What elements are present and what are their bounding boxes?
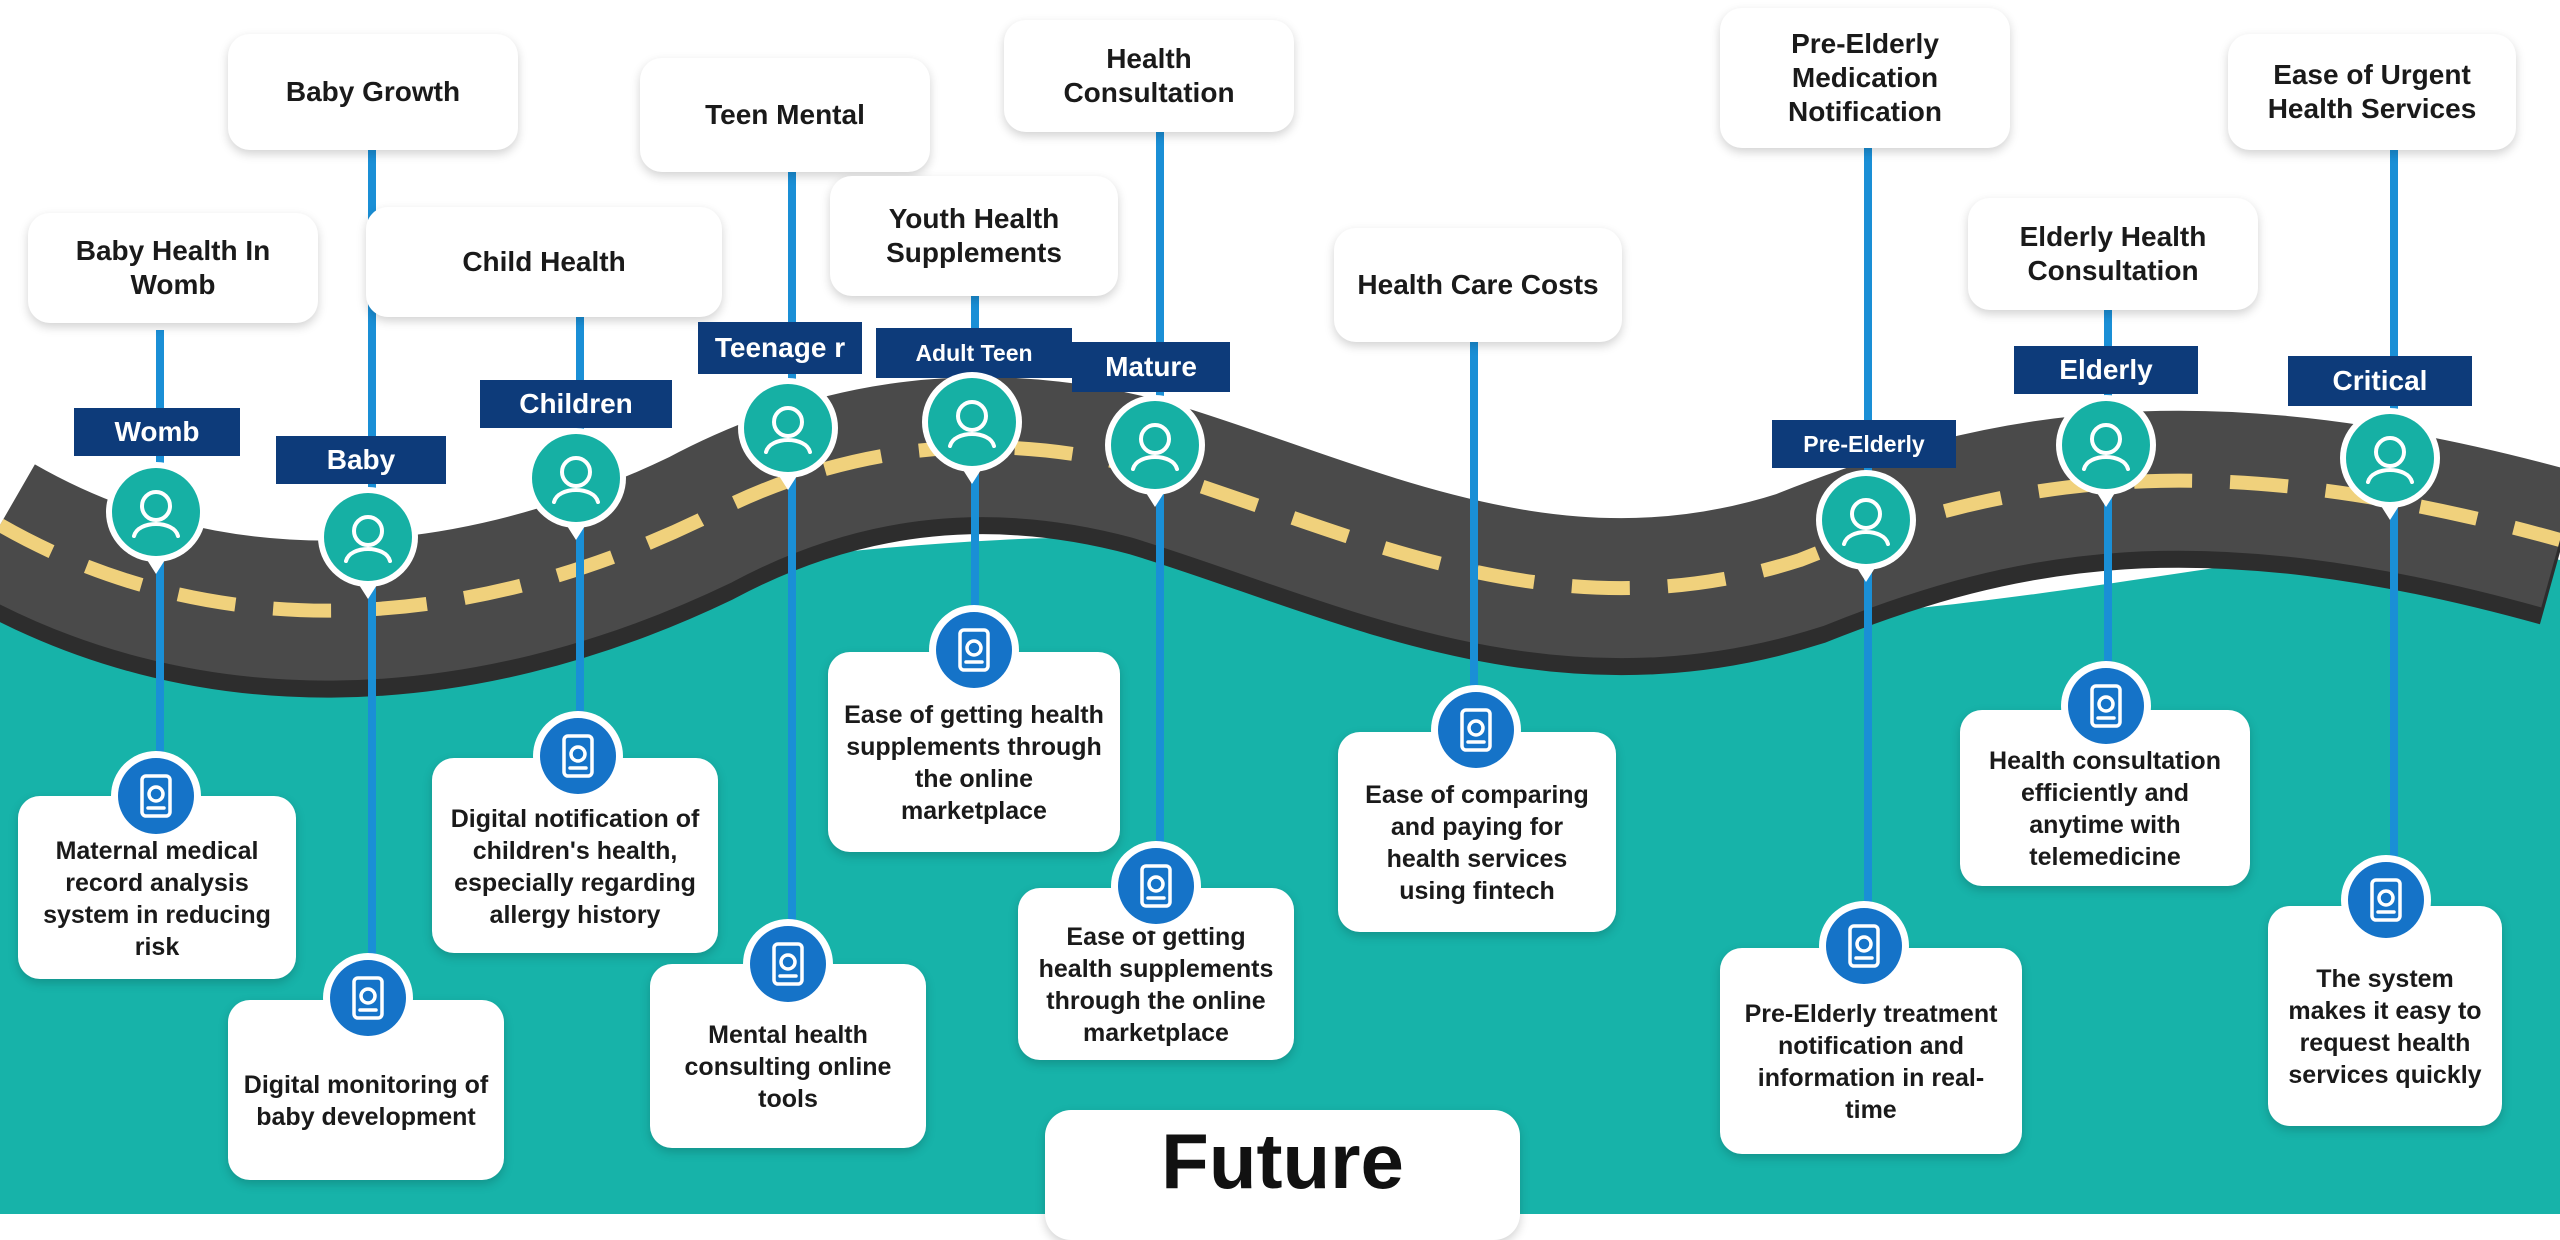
stage-label: Elderly — [2014, 346, 2198, 394]
fetus-icon — [106, 462, 206, 574]
topic-box: Elderly Health Consultation — [1968, 198, 2258, 310]
hospital-icon — [2341, 855, 2431, 945]
teen-group-icon — [738, 378, 838, 490]
description-icon — [928, 604, 1020, 701]
mobile-medical-icon — [1819, 901, 1909, 991]
thermometer-icon — [533, 711, 623, 801]
topic-box: Teen Mental — [640, 58, 930, 172]
topic-box: Baby Health In Womb — [28, 213, 318, 323]
description-icon — [2340, 854, 2432, 951]
stage-label: Adult Teen — [876, 328, 1072, 378]
stage-label: Children — [480, 380, 672, 428]
stage-label: Womb — [74, 408, 240, 456]
topic-box: Health Care Costs — [1334, 228, 1622, 342]
stage-pin — [2338, 406, 2442, 529]
topic-box: Ease of Urgent Health Services — [2228, 34, 2516, 150]
stage-pin — [2054, 393, 2158, 516]
description-box: Mental health consulting online tools — [650, 964, 926, 1148]
topic-box: Child Health — [366, 207, 722, 317]
stage-pin — [736, 376, 840, 499]
stage-pin — [316, 485, 420, 608]
mobile-medical-record-icon — [111, 751, 201, 841]
stage-label: Mature — [1072, 342, 1230, 392]
description-icon — [1430, 684, 1522, 781]
stage-pin — [524, 426, 628, 549]
description-icon — [532, 710, 624, 807]
tombstone-icon — [2340, 408, 2440, 520]
crawling-baby-icon — [318, 487, 418, 599]
stage-pin — [920, 370, 1024, 493]
topic-box: Pre-Elderly Medication Notification — [1720, 8, 2010, 148]
mobile-stethoscope-icon — [1111, 841, 1201, 931]
stage-label: Baby — [276, 436, 446, 484]
future-label: Future — [1045, 1110, 1520, 1240]
description-icon — [110, 750, 202, 847]
description-icon — [1110, 840, 1202, 937]
people-support-icon — [743, 919, 833, 1009]
stage-pin — [1103, 393, 1207, 516]
lightbulb-network-icon — [929, 605, 1019, 695]
description-icon — [1818, 900, 1910, 997]
young-woman-icon — [922, 372, 1022, 484]
description-icon — [742, 918, 834, 1015]
elderly-cane-icon — [2056, 395, 2156, 507]
description-box: The system makes it easy to request heal… — [2268, 906, 2502, 1126]
topic-box: Youth Health Supplements — [830, 176, 1118, 296]
family-icon — [526, 428, 626, 540]
stage-label: Critical — [2288, 356, 2472, 406]
description-icon — [322, 952, 414, 1049]
older-man-icon — [1816, 470, 1916, 582]
description-icon — [2060, 660, 2152, 757]
laptop-monitoring-icon — [323, 953, 413, 1043]
stage-pin — [1814, 468, 1918, 591]
topic-box: Health Consultation — [1004, 20, 1294, 132]
tablet-stethoscope-icon — [2061, 661, 2151, 751]
stage-label: Pre-Elderly — [1772, 420, 1956, 468]
topic-box: Baby Growth — [228, 34, 518, 150]
description-box: Maternal medical record analysis system … — [18, 796, 296, 979]
fintech-network-icon — [1431, 685, 1521, 775]
stage-pin — [104, 460, 208, 583]
road — [0, 377, 2560, 681]
adult-man-icon — [1105, 395, 1205, 507]
stage-label: Teenage r — [698, 322, 862, 374]
